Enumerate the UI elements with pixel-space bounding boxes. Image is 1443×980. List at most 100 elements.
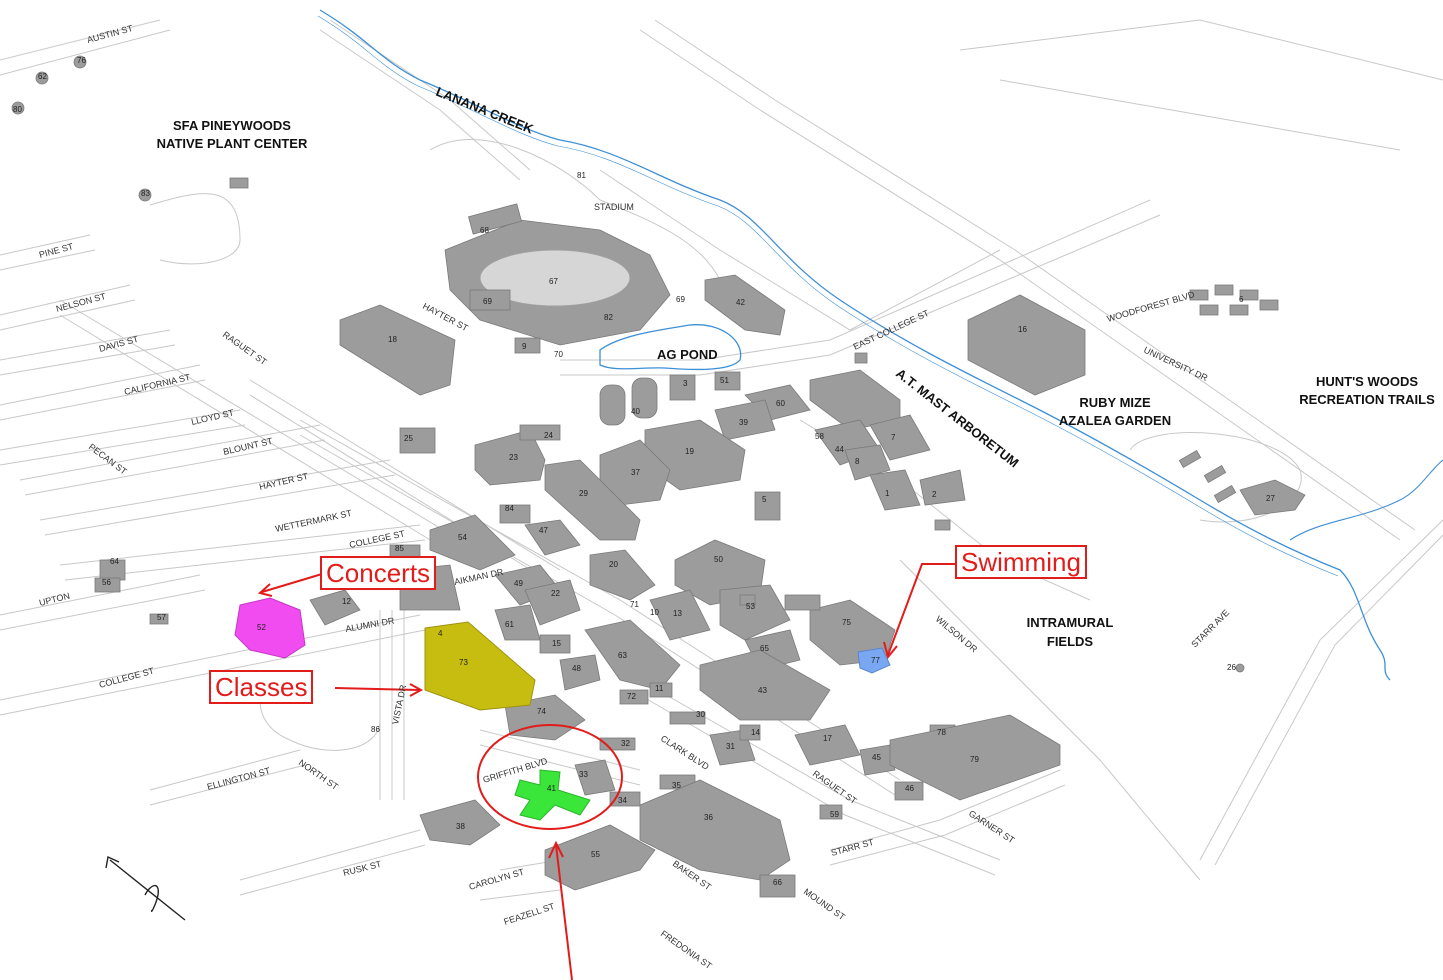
- building-number-66: 66: [773, 878, 782, 887]
- building-number-73: 73: [459, 658, 468, 667]
- building-number-24: 24: [544, 431, 553, 440]
- building-number-43: 43: [758, 686, 767, 695]
- swimming-callout: Swimming: [955, 545, 1087, 579]
- building-number-75: 75: [842, 618, 851, 627]
- building-51-concerts[interactable]: [234, 597, 306, 659]
- griffith-highlight-ring: [477, 724, 623, 830]
- building-number-52: 52: [257, 623, 266, 632]
- building-number-71: 71: [630, 600, 639, 609]
- label-intramural-2: FIELDS: [1047, 634, 1094, 649]
- street-garner: GARNER ST: [967, 808, 1017, 845]
- building-number-29: 29: [579, 489, 588, 498]
- annotations: [257, 563, 957, 980]
- label-ruby-2: AZALEA GARDEN: [1059, 413, 1171, 428]
- building-number-26: 26: [1227, 663, 1236, 672]
- street-raguet: RAGUET ST: [221, 329, 269, 367]
- street-mound: MOUND ST: [802, 886, 847, 922]
- building-number-22: 22: [551, 589, 560, 598]
- building-number-38: 38: [456, 822, 465, 831]
- building-number-46: 46: [905, 784, 914, 793]
- buildings: [11, 55, 1306, 898]
- street-raguet-2: RAGUET ST: [811, 768, 859, 806]
- building-number-50: 50: [714, 555, 723, 564]
- building-number-84: 84: [505, 504, 514, 513]
- building-number-60: 60: [776, 399, 785, 408]
- street-feazell: FEAZELL ST: [503, 901, 557, 927]
- street-university: UNIVERSITY DR: [1142, 345, 1210, 384]
- building-40[interactable]: [514, 769, 591, 821]
- street-fredonia: FREDONIA ST: [659, 928, 714, 971]
- building-number-74: 74: [537, 707, 546, 716]
- building-number-31: 31: [726, 742, 735, 751]
- building-number-70: 70: [554, 350, 563, 359]
- building-number-57: 57: [157, 613, 166, 622]
- building-number-30: 30: [696, 710, 705, 719]
- building-number-6: 6: [1239, 295, 1244, 304]
- building-number-3: 3: [683, 379, 688, 388]
- building-number-35: 35: [672, 781, 681, 790]
- building-number-61: 61: [505, 620, 514, 629]
- label-lanana-creek: LANANA CREEK: [434, 84, 536, 137]
- building-number-47: 47: [539, 526, 548, 535]
- building-number-7: 7: [891, 433, 896, 442]
- street-wettermark: WETTERMARK ST: [274, 508, 353, 534]
- building-number-48: 48: [572, 664, 581, 673]
- building-number-1: 1: [885, 489, 890, 498]
- building-number-8: 8: [855, 457, 860, 466]
- building-number-86: 86: [371, 725, 380, 734]
- building-number-55: 55: [591, 850, 600, 859]
- building-number-27: 27: [1266, 494, 1275, 503]
- building-number-33: 33: [579, 770, 588, 779]
- label-ag-pond: AG POND: [657, 347, 718, 362]
- street-hayter: HAYTER ST: [258, 471, 309, 492]
- building-number-41: 41: [547, 784, 556, 793]
- street-stadium: STADIUM: [594, 202, 634, 212]
- building-number-32: 32: [621, 739, 630, 748]
- street-north: NORTH ST: [297, 757, 341, 792]
- building-number-59: 59: [830, 810, 839, 819]
- building-number-69: 69: [483, 297, 492, 306]
- building-number-72: 72: [627, 692, 636, 701]
- building-number-19: 19: [685, 447, 694, 456]
- concerts-callout: Concerts: [320, 556, 437, 590]
- building-number-10: 10: [650, 608, 659, 617]
- street-griffith: GRIFFITH BLVD: [482, 756, 549, 785]
- building-number-53: 53: [746, 602, 755, 611]
- building-number-39: 39: [739, 418, 748, 427]
- street-carolyn: CAROLYN ST: [468, 867, 526, 892]
- street-east-college: EAST COLLEGE ST: [852, 308, 931, 352]
- building-number-12: 12: [342, 597, 351, 606]
- label-pineywoods-2: NATIVE PLANT CENTER: [157, 136, 308, 151]
- building-number-78: 78: [937, 728, 946, 737]
- building-number-34: 34: [618, 796, 627, 805]
- street-college-2: COLLEGE ST: [98, 666, 156, 690]
- building-number-62: 62: [38, 72, 47, 81]
- street-woodforest: WOODFOREST BLVD: [1106, 289, 1196, 324]
- street-wilson: WILSON DR: [934, 614, 980, 655]
- building-number-56: 56: [102, 578, 111, 587]
- street-upton: UPTON: [38, 591, 71, 608]
- building-number-79: 79: [970, 755, 979, 764]
- building-number-69: 69: [676, 295, 685, 304]
- label-hunts-1: HUNT'S WOODS: [1316, 374, 1418, 389]
- ag-pond: [599, 324, 742, 371]
- building-number-4: 4: [438, 629, 443, 638]
- building-number-49: 49: [514, 579, 523, 588]
- building-number-51: 51: [720, 376, 729, 385]
- label-ruby-1: RUBY MIZE: [1079, 395, 1151, 410]
- building-number-77: 77: [871, 656, 880, 665]
- building-number-83: 83: [141, 189, 150, 198]
- building-72-classes[interactable]: [424, 621, 536, 711]
- building-number-17: 17: [823, 734, 832, 743]
- building-number-64: 64: [110, 557, 119, 566]
- building-number-20: 20: [609, 560, 618, 569]
- building-number-76: 76: [77, 56, 86, 65]
- street-clark: CLARK BLVD: [659, 733, 711, 772]
- street-pine: PINE ST: [38, 241, 75, 260]
- building-number-85: 85: [395, 544, 404, 553]
- building-76-swimming[interactable]: [857, 647, 891, 674]
- road-network: [0, 19, 1443, 901]
- north-arrow: [105, 855, 186, 921]
